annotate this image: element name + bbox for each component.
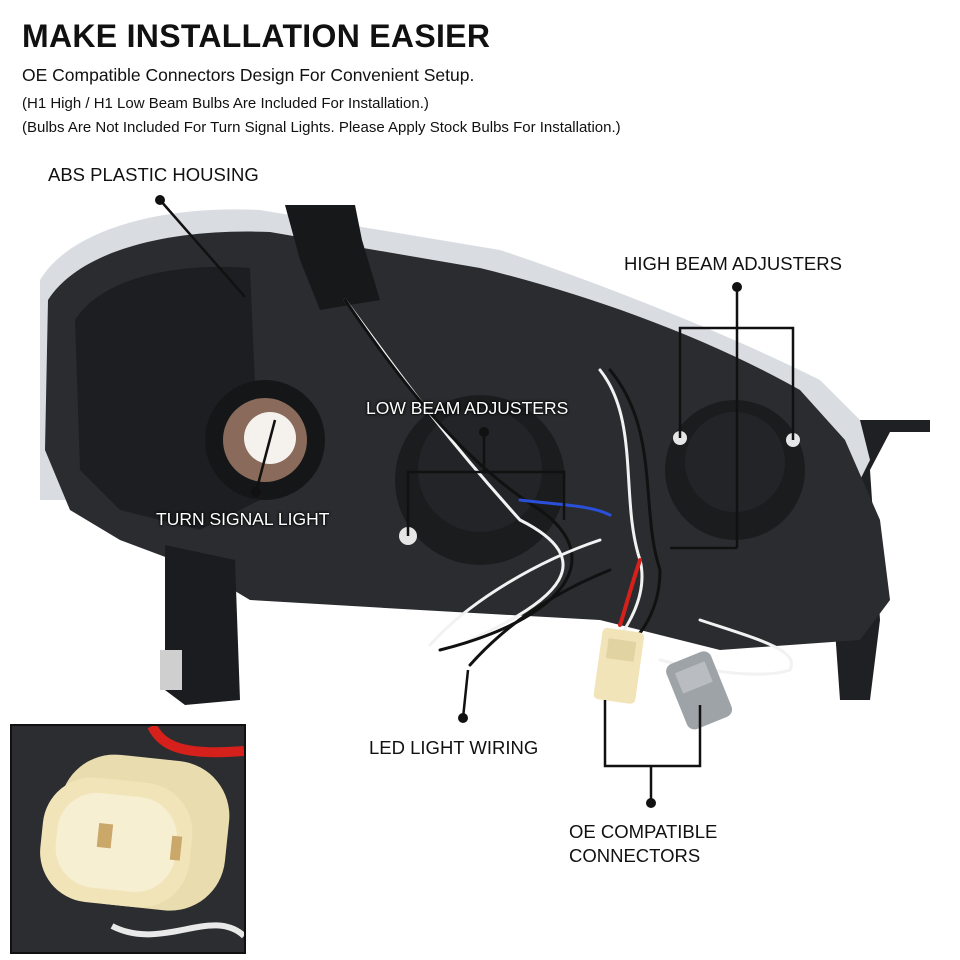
oe-connector-grey [666,651,733,730]
label-turn-signal-light: TURN SIGNAL LIGHT [156,509,330,529]
low-beam-projector-cap [418,408,542,532]
top-mount-clip [285,205,380,310]
label-high-beam-adjusters: HIGH BEAM ADJUSTERS [624,253,842,274]
label-abs-plastic-housing: ABS PLASTIC HOUSING [48,164,259,185]
note-bulbs-not-included: (Bulbs Are Not Included For Turn Signal … [22,119,621,136]
wire-blue [518,498,612,517]
connector-closeup-inset [10,724,246,954]
inset-connector-body [40,754,230,911]
wire-white-4 [428,538,602,647]
subtitle: OE Compatible Connectors Design For Conv… [22,65,475,85]
callout-line-low-beam [406,470,566,536]
label-led-light-wiring: LED LIGHT WIRING [369,737,539,758]
inset-terminal-left [96,823,114,849]
note-bulbs-included: (H1 High / H1 Low Beam Bulbs Are Include… [22,95,429,112]
page-title: MAKE INSTALLATION EASIER [22,18,491,54]
label-connectors: CONNECTORS [569,845,701,866]
callout-lines [159,199,795,803]
callout-dot-abs-housing [155,195,165,205]
bracket-clip [160,650,182,690]
callout-dot-led-wiring [458,713,468,723]
callout-dots [155,195,742,808]
high-beam-projector-cap [685,412,785,512]
callout-line-led-wiring [461,669,470,719]
oe-connector-ivory [593,627,645,704]
callout-dot-low-beam [479,427,489,437]
callout-line-turn-signal [254,419,277,493]
wire-red [618,558,642,627]
callout-line-oe-connectors [603,700,702,768]
callout-dot-oe-connectors [646,798,656,808]
callout-dot-turn-signal [251,487,261,497]
wire-black-2 [608,368,662,652]
callout-dot-high-beam [732,282,742,292]
inset-red-wire [147,726,244,758]
connector-closeup [40,726,244,939]
callout-line-abs-housing [159,199,246,298]
label-low-beam-adjusters: LOW BEAM ADJUSTERS [366,398,569,418]
wire-black-1 [343,298,574,652]
callout-line-high-beam-bracket [678,326,795,440]
inset-terminal-right [169,835,183,861]
left-mount-bracket [165,545,240,705]
inset-white-wire [110,922,244,939]
label-oe-compatible: OE COMPATIBLE [569,821,718,842]
wire-black-3 [468,568,612,667]
